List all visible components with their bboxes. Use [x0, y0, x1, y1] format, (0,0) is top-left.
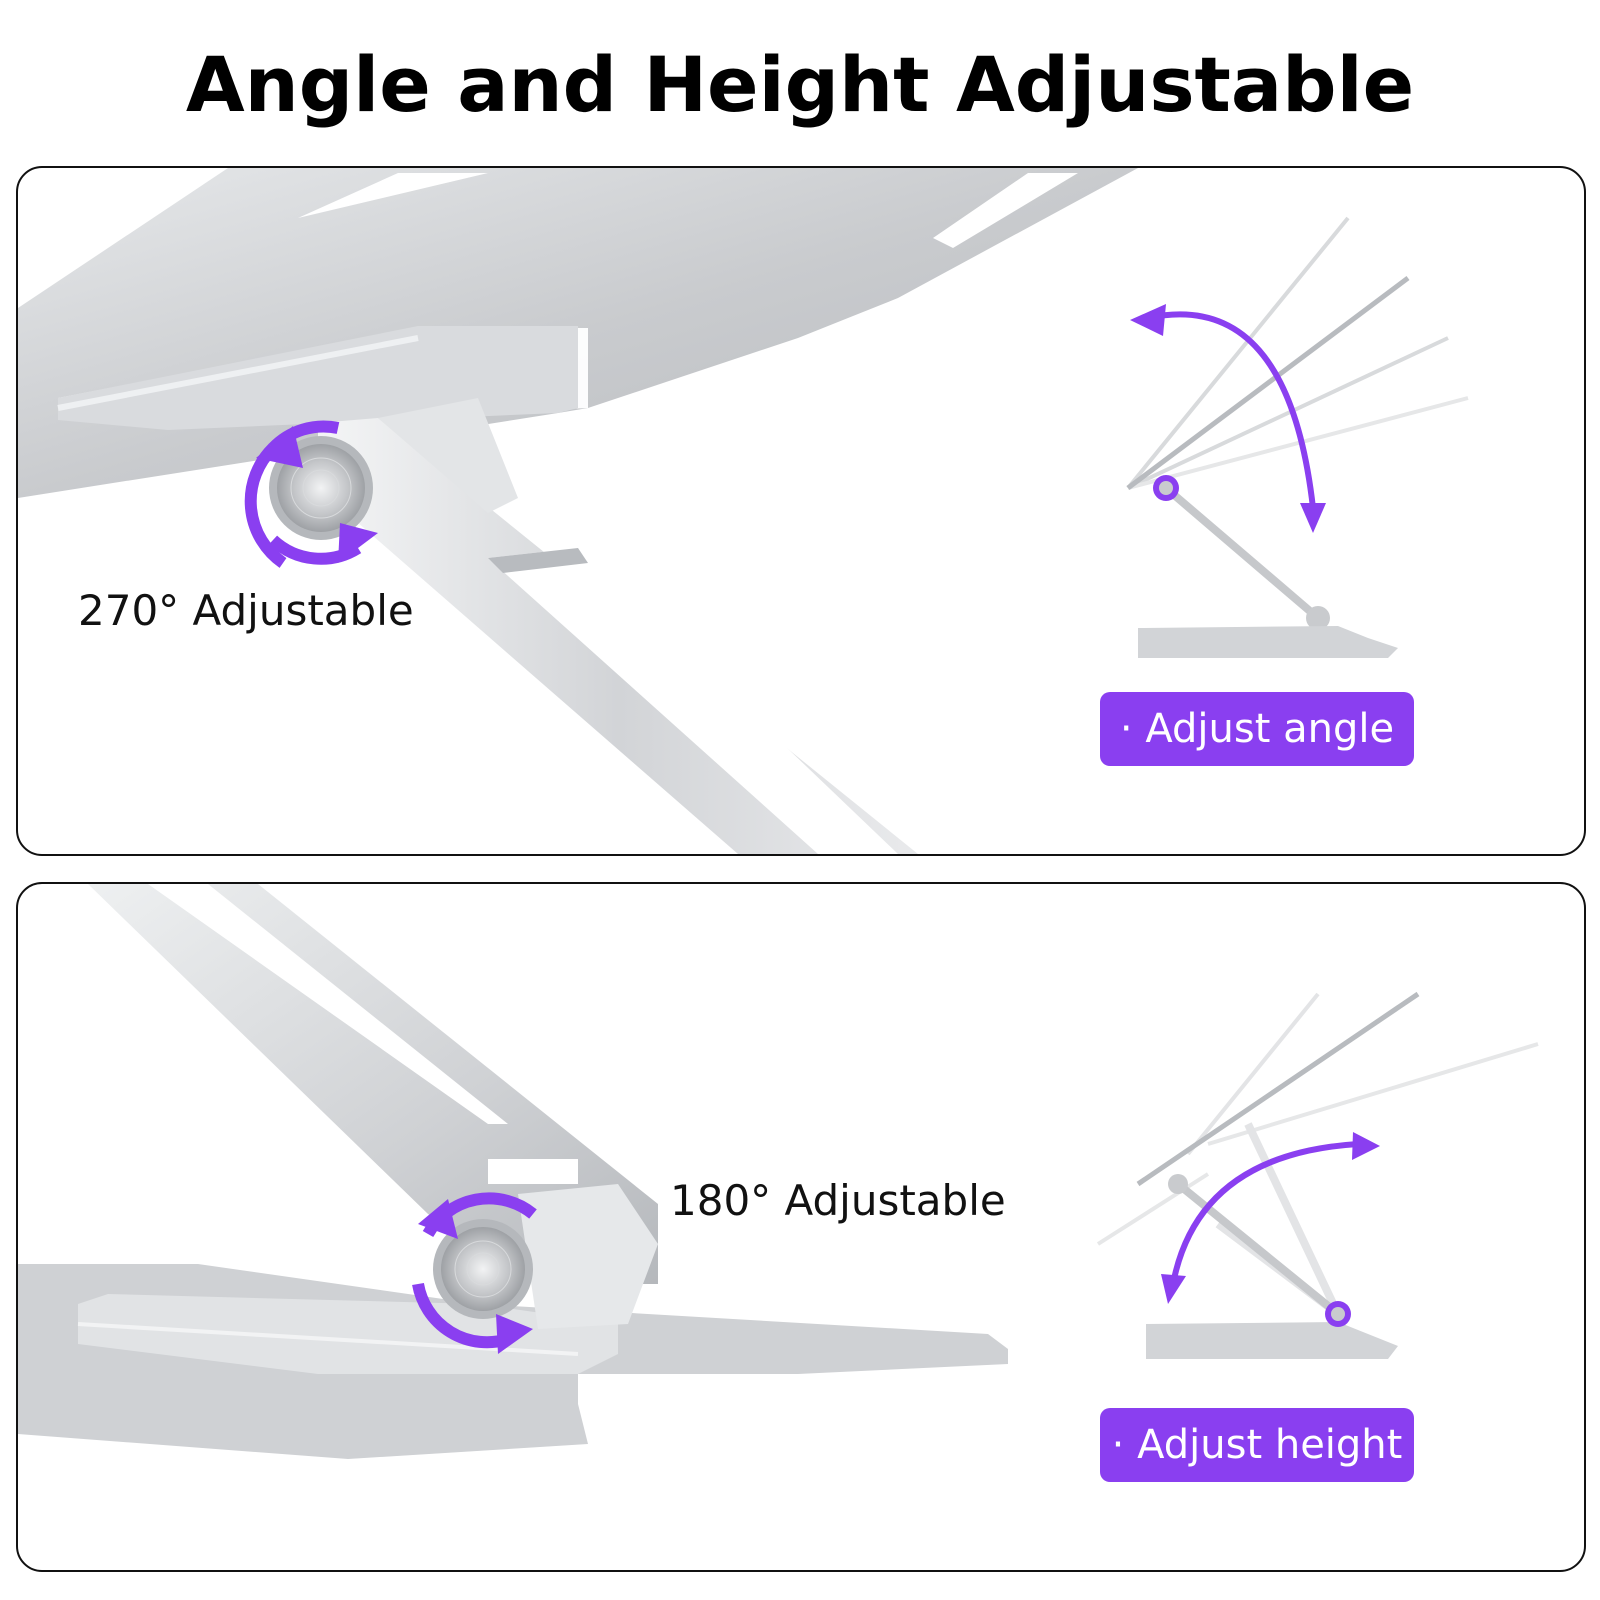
stand-base: [1146, 1322, 1398, 1359]
page-title: Angle and Height Adjustable: [185, 40, 1415, 129]
stand-tray-line: [1126, 276, 1410, 490]
stand-ghost-positions: [1126, 216, 1469, 490]
hinge-block: [518, 1184, 658, 1329]
angle-callout-text: 270° Adjustable: [78, 586, 414, 635]
tray-plate: [18, 168, 1138, 498]
angle-adjust-panel: 270° Adjustable · Adjust angle: [16, 166, 1586, 856]
stand-arm-line: [1163, 484, 1321, 622]
height-arc-arrow-icon: [1161, 1132, 1380, 1304]
stand-base-hinge: [1306, 606, 1330, 630]
support-arm: [88, 884, 658, 1284]
stand-tray-line: [1136, 991, 1420, 1187]
angle-diagram: [1126, 216, 1469, 658]
height-adjust-panel: 180° Adjustable · Adjust height: [16, 882, 1586, 1572]
angle-arc-arrow-icon: [1130, 304, 1326, 533]
base-hinge-closeup-image: [18, 884, 1008, 1459]
adjust-angle-label: · Adjust angle: [1100, 692, 1414, 766]
stand-ghost-positions: [1096, 992, 1539, 1318]
stand-arm-line: [1175, 1180, 1341, 1318]
hinge-closeup-image: [18, 168, 1138, 854]
adjust-height-label: · Adjust height: [1100, 1408, 1414, 1482]
height-callout-text: 180° Adjustable: [670, 1176, 1006, 1225]
rotate-arrows-icon: [412, 1192, 537, 1354]
support-arm: [318, 398, 918, 854]
height-diagram: [1096, 991, 1539, 1359]
rotate-arrows-icon: [244, 420, 378, 568]
hinge-knob: [433, 1219, 533, 1319]
stand-base: [1138, 626, 1398, 658]
